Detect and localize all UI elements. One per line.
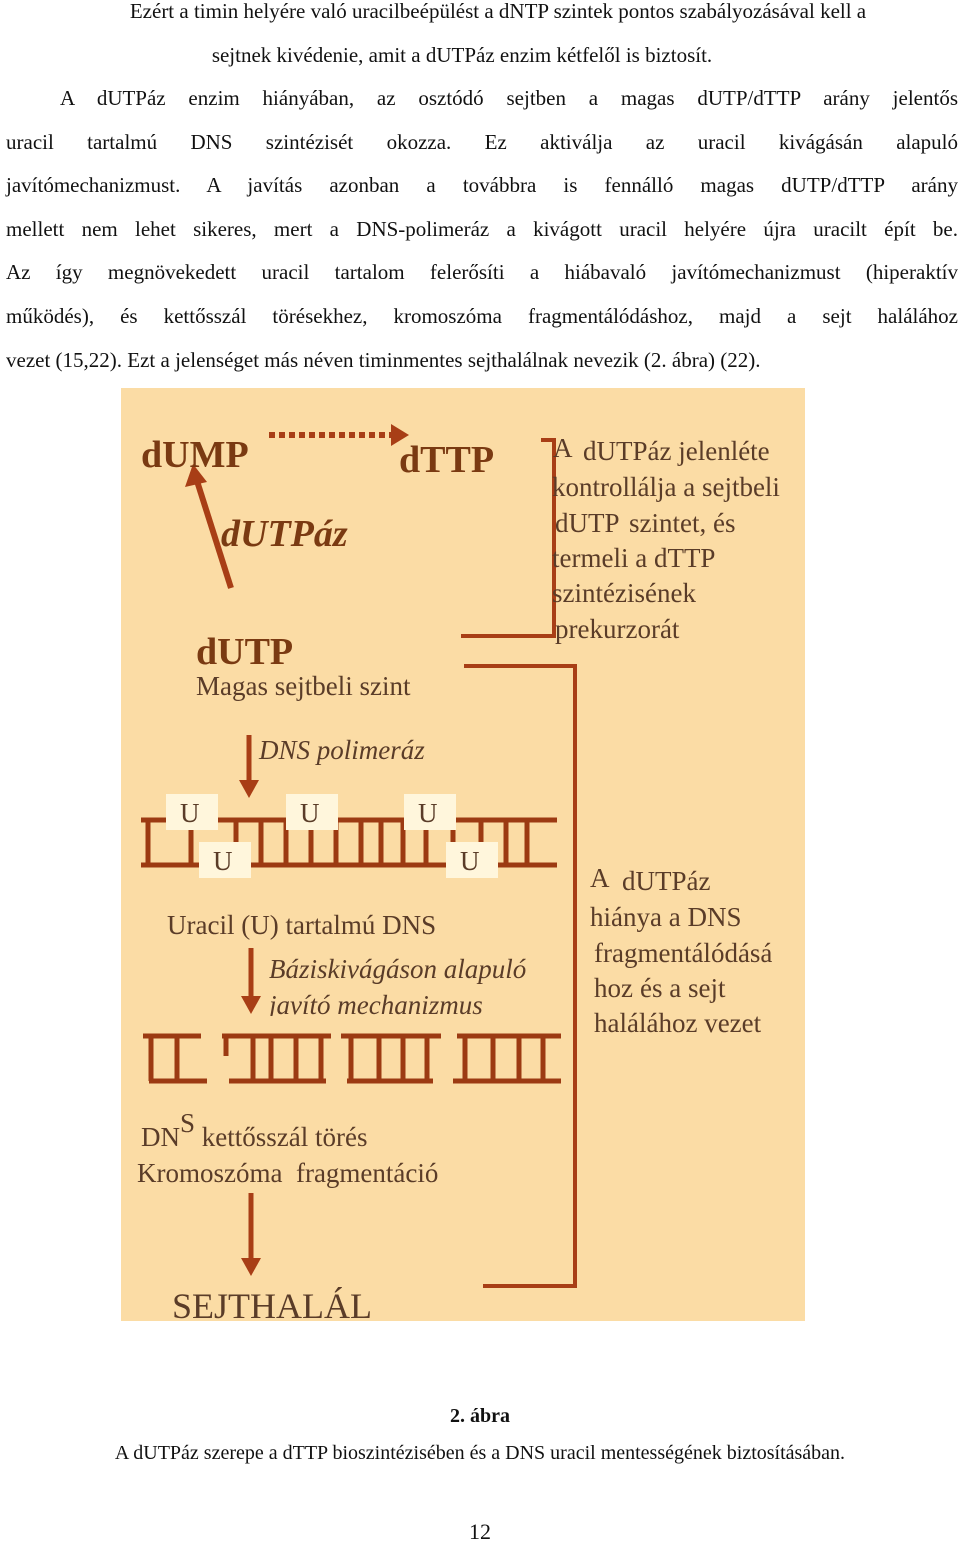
uracil-dna-label: Uracil (U) tartalmú DNS [167,910,437,940]
note-bottom-4a: hoz [594,973,633,1003]
broken-dna-ladder [143,1033,561,1084]
fragmentation-label: Kromoszóma fragmentáció [137,1158,439,1188]
note-top-6: prekurzorát [555,614,680,644]
text-line: Az így megnövekedett uracil tartalom fel… [6,260,958,285]
dsb-s: S [180,1108,196,1138]
note-bottom-3: fragmentálódásá [594,938,773,968]
dotted-arrow-head [391,424,409,446]
dutp-to-dump-arrow [194,480,234,589]
note-top-3a: dUTP [555,508,620,538]
uracil-box [286,794,338,830]
note-top-3b: szintet, és [629,508,736,538]
text-line: javítómechanizmust. A javítás azonban a … [6,173,958,198]
dsb-dn: DN [141,1122,180,1152]
note-bottom-1: dUTPáz [622,866,711,896]
dttp-label: dTTP [399,439,495,481]
dsb-rest: kettősszál törés [201,1122,368,1152]
note-top-a: A [553,433,573,463]
note-top-2: kontrollálja a sejtbeli [552,472,780,502]
text-line: sejtnek kivédenie, amit a dUTPáz enzim k… [211,42,713,67]
down-arrow-1-head [239,780,259,798]
repair-label-1: Báziskivágáson alapuló [269,954,527,984]
down-arrow-2-head [241,996,261,1014]
figure-caption-title: 2. ábra [450,1405,510,1427]
figure-caption-text: A dUTPáz szerepe a dTTP bioszintézisében… [114,1442,846,1464]
figure-dutpase-diagram: U U U U U dUMP dTTP dUTPáz dUTP Magas se… [121,388,805,1321]
note-bottom-2: hiánya a DNS [590,902,742,932]
note-bottom-5: halálához vezet [594,1008,762,1038]
text-line: uracil tartalmú DNS szintézisét okozza. … [6,129,958,154]
text-line: működés), és kettősszál törésekhez, krom… [6,303,958,328]
uracil-label: U [213,846,233,876]
paragraph-1: Ezért a timin helyére való uracilbeépülé… [6,0,958,77]
text-line: vezet (15,22). Ezt a jelenséget más néve… [6,347,761,372]
text-line: A dUTPáz enzim hiányában, az osztódó sej… [60,86,958,110]
down-arrow-3-head [241,1258,261,1276]
text-line: Ezért a timin helyére való uracilbeépülé… [129,0,867,23]
uracil-box [166,794,218,830]
cell-death-label: SEJTHALÁL [172,1286,372,1321]
bracket-line [464,664,577,1288]
uracil-box [199,842,251,878]
dump-label: dUMP [141,434,249,476]
dns-polymerase-label: DNS polimeráz [259,735,425,765]
note-bottom-4b: és a sejt [640,973,726,1003]
text-line: mellett nem lehet sikeres, mert a DNS-po… [6,216,958,241]
repair-label-2: javító mechanizmus [269,990,483,1016]
dutpase-label: dUTPáz [221,513,348,555]
page-number: 12 [469,1519,491,1544]
note-top-5: szintézisének [552,578,696,608]
uracil-box [404,794,456,830]
note-bottom-a: A [590,863,610,893]
uracil-label: U [180,798,200,828]
paragraph-2: A dUTPáz enzim hiányában, az osztódó sej… [6,77,958,382]
uracil-label: U [418,798,438,828]
uracil-label: U [460,846,480,876]
dsb-label: DNS kettősszál törés [141,1108,368,1153]
dutp-to-dump-arrowhead [185,464,207,487]
dutp-label: dUTP [196,631,294,673]
note-top-1: dUTPáz jelenléte [583,436,770,466]
note-top-4: termeli a dTTP [552,543,716,573]
diagram-graphics [141,424,577,1288]
uracil-label: U [300,798,320,828]
uracil-box [446,842,498,878]
high-level-label: Magas sejtbeli szint [196,671,411,701]
bracket-top [461,438,556,638]
